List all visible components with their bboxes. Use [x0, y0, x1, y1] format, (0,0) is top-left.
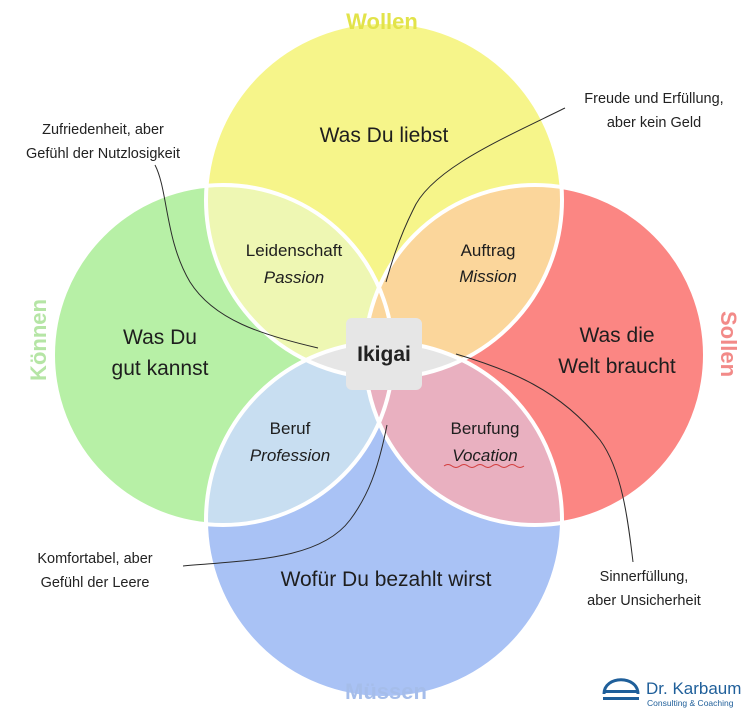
note-bottom-left-line1: Komfortabel, aber	[37, 551, 152, 567]
leader-line-bottom-right	[455, 353, 634, 563]
overlap-vocation-sub: Vocation	[452, 446, 518, 465]
ikigai-label: Ikigai	[357, 343, 411, 366]
title-wofuer-du-bezahlt-wirst: Wofür Du bezahlt wirst	[281, 568, 492, 591]
overlap-mission-title: Auftrag	[461, 241, 516, 260]
note-top-left-line2: Gefühl der Nutzlosigkeit	[26, 146, 180, 162]
overlap-profession-sub: Profession	[250, 446, 330, 465]
bridge-logo-icon	[602, 678, 640, 700]
overlap-profession-title: Beruf	[270, 419, 311, 438]
note-top-right-line2: aber kein Geld	[607, 115, 701, 131]
label-muessen: Müssen	[345, 679, 427, 704]
brand-name: Dr. Karbaum	[646, 679, 741, 698]
leader-line-top-left	[154, 164, 319, 349]
leader-line-bottom-left	[182, 424, 388, 567]
overlap-passion-sub: Passion	[264, 268, 324, 287]
note-bottom-right-line1: Sinnerfüllung,	[600, 569, 689, 585]
note-bottom-left-line2: Gefühl der Leere	[41, 575, 150, 591]
overlap-passion-title: Leidenschaft	[246, 241, 343, 260]
title-welt-braucht-line2: Welt braucht	[558, 355, 676, 378]
overlap-vocation-title: Berufung	[451, 419, 520, 438]
ikigai-center-box	[346, 318, 422, 390]
label-sollen: Sollen	[716, 311, 741, 377]
note-bottom-right-line2: aber Unsicherheit	[587, 593, 701, 609]
note-top-right-line1: Freude und Erfüllung,	[584, 91, 723, 107]
title-was-du-liebst: Was Du liebst	[320, 124, 449, 147]
leader-line-top-right	[385, 107, 566, 283]
overlap-mission-sub: Mission	[459, 267, 517, 286]
title-was-du-line1: Was Du	[123, 326, 197, 349]
spellcheck-underline	[443, 464, 525, 468]
label-koennen: Können	[26, 299, 51, 381]
title-was-die-line1: Was die	[579, 324, 654, 347]
brand-tagline: Consulting & Coaching	[647, 698, 734, 708]
title-gut-kannst-line2: gut kannst	[112, 357, 209, 380]
note-top-left-line1: Zufriedenheit, aber	[42, 122, 164, 138]
label-wollen: Wollen	[346, 9, 418, 34]
